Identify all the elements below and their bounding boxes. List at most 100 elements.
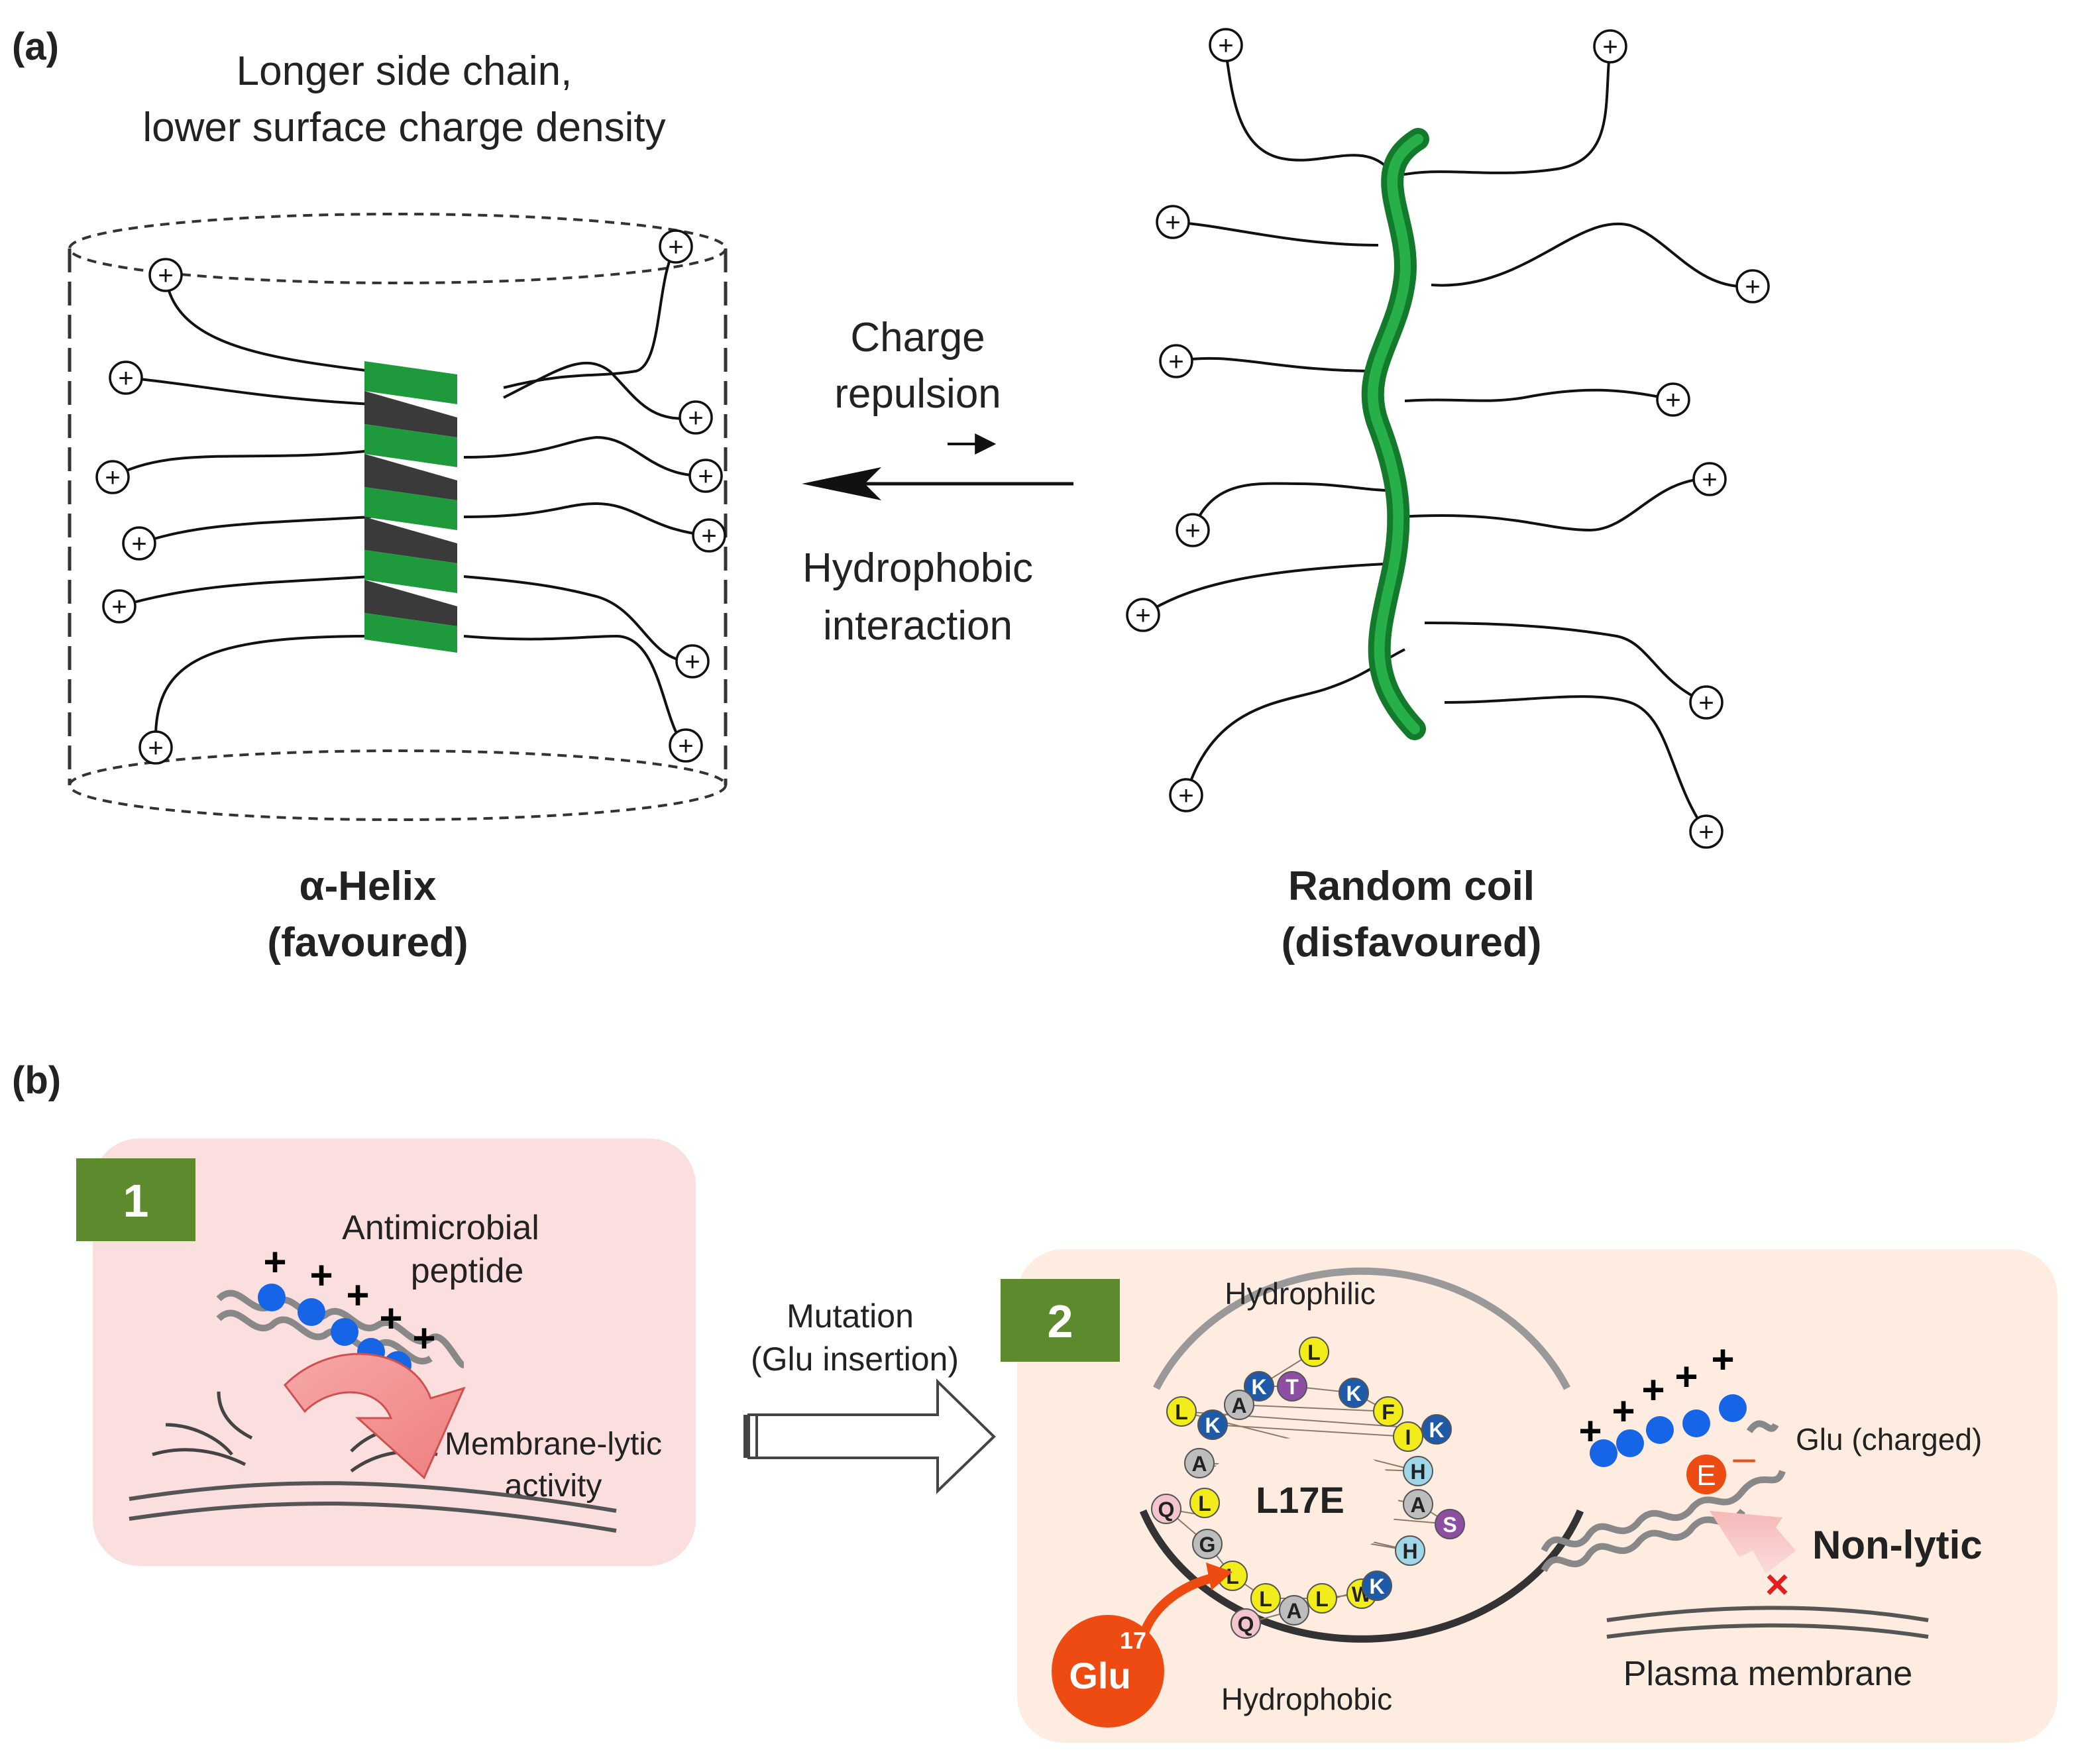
wheel-spoke <box>1238 1404 1389 1412</box>
charge-marker: + <box>1656 382 1690 417</box>
charge-marker: + <box>1689 685 1724 720</box>
positive-bead <box>331 1318 358 1346</box>
charge-symbol: + <box>131 529 146 559</box>
charge-symbol: + <box>105 463 120 492</box>
charge-marker: + <box>95 460 130 494</box>
plus-sign: + <box>379 1296 402 1341</box>
charge-marker: + <box>148 258 183 292</box>
positive-bead <box>1646 1416 1674 1444</box>
plus-sign: + <box>1674 1354 1698 1399</box>
charge-symbol: + <box>1602 32 1617 62</box>
positive-bead <box>258 1284 286 1311</box>
wheel-residue: T <box>1277 1371 1307 1402</box>
step2-badge <box>1001 1279 1120 1362</box>
charge-symbol: + <box>678 732 693 761</box>
charge-marker: + <box>1689 814 1724 849</box>
charge-marker: + <box>1176 513 1210 547</box>
plus-sign: + <box>263 1240 286 1284</box>
e-residue-circle <box>1686 1455 1726 1494</box>
glu-insert-arrowhead <box>1206 1563 1232 1590</box>
positive-bead <box>298 1298 325 1326</box>
wheel-residue: I <box>1393 1421 1423 1452</box>
wheel-residue: F <box>1373 1396 1403 1427</box>
residue-letter: A <box>1286 1599 1301 1623</box>
plus-sign: + <box>1578 1409 1602 1453</box>
mutation-line-2: (Glu insertion) <box>751 1341 959 1378</box>
coil-label-line-1: Random coil <box>1288 863 1535 909</box>
positive-bead <box>1719 1394 1747 1422</box>
residue-letter: S <box>1443 1513 1456 1537</box>
glu17-circle <box>1052 1615 1164 1728</box>
charge-marker: + <box>688 459 723 493</box>
wheel-residue: K <box>1197 1409 1228 1440</box>
charge-marker: + <box>122 526 156 561</box>
charge-marker: + <box>1593 29 1627 64</box>
caption-line-2: lower surface charge density <box>142 105 665 150</box>
residue-letter: Q <box>1158 1498 1175 1521</box>
plus-sign: + <box>412 1316 435 1360</box>
hydrophobic-arc <box>1139 1509 1584 1643</box>
charge-symbol: + <box>701 522 716 551</box>
charge-markers-a: ++++++++++++++++++++++++ <box>95 28 1770 849</box>
residue-letter: L <box>1175 1400 1188 1424</box>
hydrophobic-label: Hydrophobic <box>1221 1682 1392 1716</box>
wheel-residue: K <box>1244 1371 1274 1402</box>
arrow-bottom-line-2: interaction <box>823 603 1013 649</box>
wheel-residue: L <box>1299 1337 1329 1367</box>
charge-marker: + <box>102 589 137 624</box>
glu17-label: Glu <box>1069 1655 1130 1696</box>
step1-peptide-line-1: Antimicrobial <box>342 1209 539 1247</box>
arrow-bottom-line-1: Hydrophobic <box>802 545 1033 591</box>
residue-letter: K <box>1251 1375 1266 1399</box>
wheel-residue: Q <box>1151 1494 1181 1524</box>
charge-marker: + <box>1126 598 1160 632</box>
coil-side-chains <box>1142 46 1753 833</box>
step1-peptide-line-2: peptide <box>411 1252 524 1290</box>
charge-symbol: + <box>688 404 703 433</box>
wheel-residue: Q <box>1231 1608 1261 1639</box>
charge-symbol: + <box>1698 689 1714 718</box>
residue-letter: L <box>1226 1565 1239 1588</box>
non-lytic-label: Non-lytic <box>1812 1523 1983 1567</box>
arrow-top-line-1: Charge <box>850 315 985 360</box>
blocked-arrow <box>1710 1511 1796 1574</box>
residue-letter: H <box>1402 1539 1417 1563</box>
step2-box <box>1017 1249 2057 1743</box>
charge-symbol: + <box>1698 818 1714 847</box>
step2-badge-text: 2 <box>1048 1295 1073 1347</box>
residue-letter: H <box>1410 1460 1425 1484</box>
residue-letter: K <box>1205 1413 1220 1437</box>
charge-symbol: + <box>1702 465 1717 494</box>
charge-marker: + <box>138 730 173 765</box>
residue-letter: G <box>1199 1533 1216 1557</box>
panel-b-label: (b) <box>12 1059 61 1102</box>
charge-symbol: + <box>158 261 173 290</box>
mutation-arrow <box>743 1378 996 1494</box>
cylinder <box>68 213 728 821</box>
residue-letter: L <box>1307 1341 1321 1364</box>
charge-marker: + <box>1692 462 1727 496</box>
helix-side-chains <box>112 245 710 748</box>
step1-badge <box>76 1158 195 1241</box>
coil-label-line-2: (disfavoured) <box>1282 920 1542 965</box>
plus-sign: + <box>1641 1368 1665 1412</box>
caption-line-1: Longer side chain, <box>237 48 573 94</box>
wheel-spoke <box>1181 1411 1437 1430</box>
wheel-residue: H <box>1403 1456 1433 1486</box>
step2-beads <box>1590 1394 1747 1467</box>
charge-symbol: + <box>1665 386 1680 415</box>
plus-sign: + <box>1711 1337 1734 1382</box>
step2-charges: +++++ <box>1578 1337 1734 1453</box>
charge-symbol: + <box>1135 601 1150 630</box>
charge-symbol: + <box>684 647 700 677</box>
residue-letter: L <box>1198 1492 1211 1516</box>
plus-sign: + <box>346 1273 369 1317</box>
residue-letter: I <box>1405 1425 1411 1449</box>
wheel-center-bg <box>1199 1438 1398 1564</box>
positive-bead <box>1616 1429 1644 1457</box>
charge-symbol: + <box>111 592 127 622</box>
step1-membrane <box>129 1481 617 1533</box>
positive-bead <box>1590 1439 1617 1467</box>
charge-symbol: + <box>1168 347 1183 376</box>
